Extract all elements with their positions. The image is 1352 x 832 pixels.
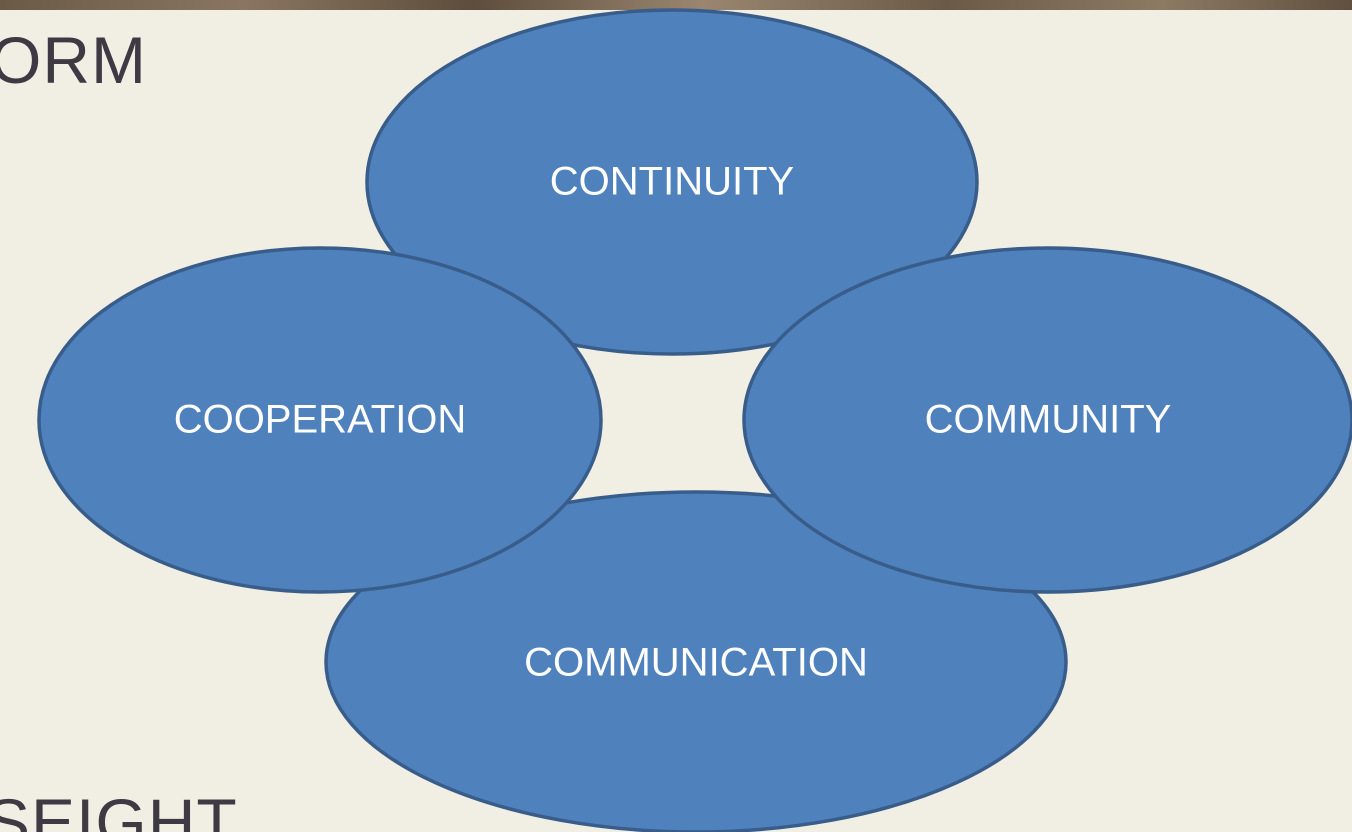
ellipse-continuity <box>365 8 979 356</box>
label-cooperation: COOPERATION <box>174 398 467 442</box>
label-community: COMMUNITY <box>925 398 1172 442</box>
background-heading-fragment: SEIGHT <box>0 785 238 832</box>
ellipse-communication <box>324 490 1068 832</box>
ellipse-cooperation <box>37 246 603 594</box>
background-title-fragment: ORM <box>0 23 147 97</box>
node-cooperation <box>37 246 603 594</box>
ellipse-community <box>742 246 1352 594</box>
node-communication <box>324 490 1068 832</box>
label-communication: COMMUNICATION <box>524 641 868 685</box>
label-continuity: CONTINUITY <box>550 160 794 204</box>
header-photo-strip <box>0 0 1352 10</box>
node-continuity <box>365 8 979 356</box>
node-community <box>742 246 1352 594</box>
